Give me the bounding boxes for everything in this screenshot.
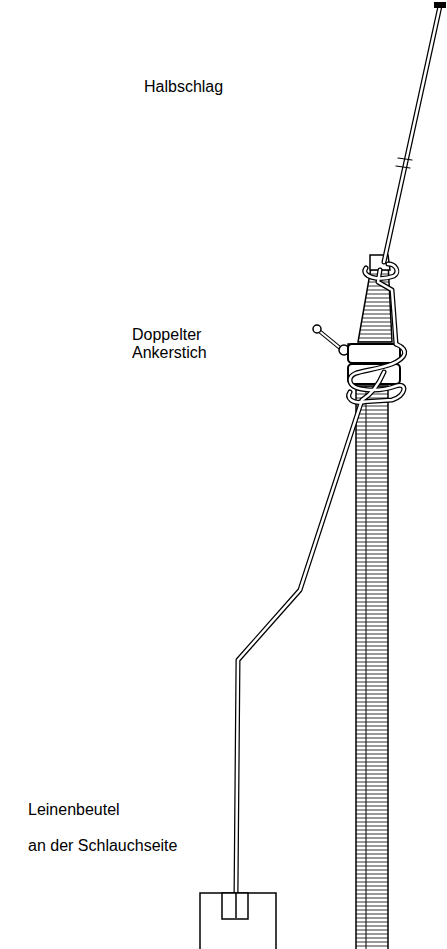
knot-label: Doppelter Ankerstich [132, 326, 227, 362]
knot-label: Halbschlag [144, 78, 223, 96]
knot-label: an der Schlauchseite [28, 837, 177, 855]
line-bag [200, 893, 276, 949]
knot-label: Leinenbeutel [28, 801, 120, 819]
rope [236, 2, 446, 893]
hose [356, 386, 388, 949]
